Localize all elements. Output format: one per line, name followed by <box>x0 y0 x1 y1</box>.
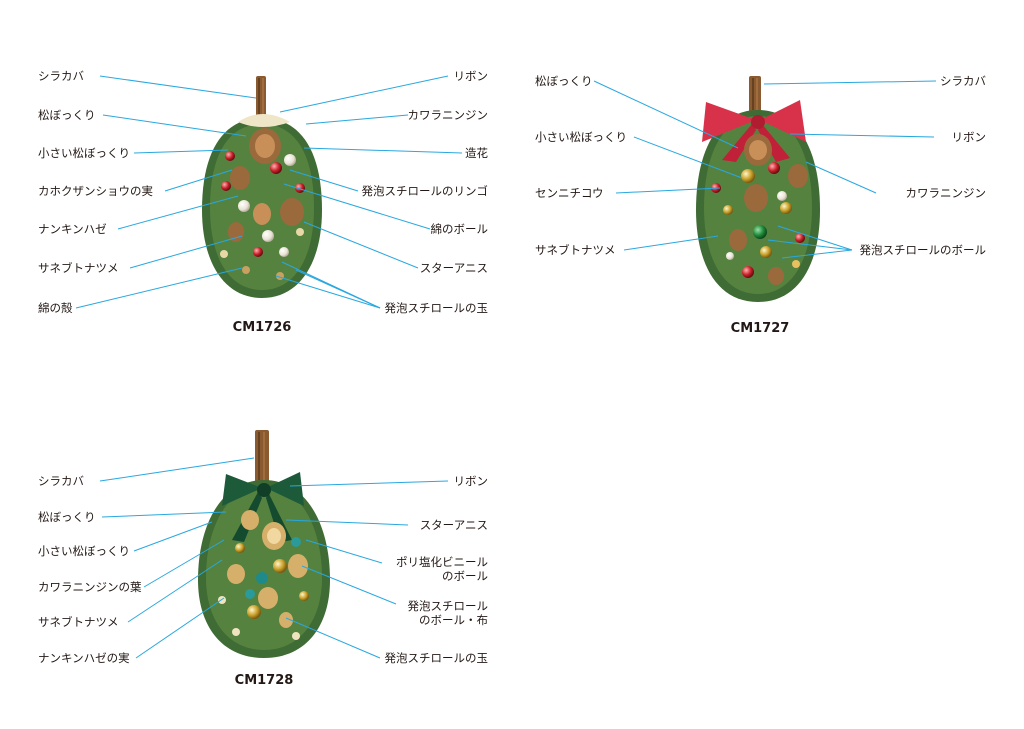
label-cm1726-right-5: 綿のボール <box>430 222 489 236</box>
leader-line <box>133 521 213 552</box>
leader-line <box>763 80 937 85</box>
leader-line <box>805 161 877 194</box>
label-cm1726-left-3: 小さい松ぼっくり <box>38 146 130 160</box>
leader-line <box>289 169 359 192</box>
label-cm1728-left-6: ナンキンハゼの実 <box>38 651 130 665</box>
label-cm1728-right-2: スターアニス <box>419 518 488 532</box>
leader-line <box>75 267 243 309</box>
product-code-cm1726: CM1726 <box>232 320 292 335</box>
leader-line <box>305 114 409 125</box>
label-cm1726-left-2: 松ぼっくり <box>38 108 96 122</box>
leader-line <box>289 480 449 487</box>
leader-line <box>99 75 257 99</box>
label-cm1727-right-1: シラカバ <box>940 74 986 88</box>
leader-line <box>295 269 381 309</box>
ribbon-red <box>702 102 756 142</box>
label-cm1728-left-2: 松ぼっくり <box>38 510 96 524</box>
leader-line <box>143 539 225 588</box>
leader-line <box>781 249 853 259</box>
leader-line <box>593 80 739 149</box>
label-cm1726-left-6: サネブトナツメ <box>38 261 119 275</box>
leader-line <box>101 511 227 518</box>
label-cm1726-right-2: カワラニンジン <box>407 108 489 122</box>
leader-line <box>789 133 935 138</box>
label-cm1727-left-4: サネブトナツメ <box>535 243 616 257</box>
label-cm1727-left-1: 松ぼっくり <box>535 74 593 88</box>
birch-stick <box>256 76 266 118</box>
leader-line <box>129 235 243 269</box>
leader-line <box>301 565 397 605</box>
label-cm1726-left-4: カホクザンショウの実 <box>38 184 153 198</box>
ribbon-cream <box>238 114 290 127</box>
label-cm1728-left-5: サネブトナツメ <box>38 615 119 629</box>
label-cm1727-right-4: 発泡スチロールのボール <box>859 243 987 257</box>
leader-line <box>275 275 381 309</box>
product-code-cm1727: CM1727 <box>730 321 790 336</box>
leader-line <box>633 136 743 179</box>
label-cm1728-right-3: ポリ塩化ビニール のボール <box>396 555 488 583</box>
leader-line <box>117 195 239 230</box>
leader-line <box>777 225 853 251</box>
label-cm1726-right-6: スターアニス <box>419 261 488 275</box>
birch-stick <box>255 430 269 482</box>
label-cm1728-right-4: 発泡スチロール のボール・布 <box>407 599 489 627</box>
label-cm1726-right-1: リボン <box>453 69 489 83</box>
leader-line <box>133 149 229 154</box>
leader-line <box>164 169 233 192</box>
leader-line <box>135 597 225 659</box>
leader-line <box>283 183 431 230</box>
wreath-cm1728 <box>198 430 330 658</box>
label-cm1726-right-7: 発泡スチロールの玉 <box>384 301 489 315</box>
label-cm1728-right-5: 発泡スチロールの玉 <box>384 651 489 665</box>
leader-line <box>305 539 383 564</box>
label-cm1728-right-1: リボン <box>453 474 489 488</box>
label-cm1726-left-1: シラカバ <box>38 69 84 83</box>
leader-line <box>623 235 719 251</box>
label-cm1726-left-5: ナンキンハゼ <box>38 222 107 236</box>
leader-line <box>285 617 381 659</box>
leader-line <box>99 457 255 482</box>
label-cm1727-right-2: リボン <box>951 130 987 144</box>
label-cm1727-right-3: カワラニンジン <box>905 186 987 200</box>
leader-line <box>303 221 419 269</box>
birch-stick <box>749 76 761 112</box>
label-cm1727-left-3: センニチコウ <box>535 186 604 200</box>
leader-line <box>102 114 247 137</box>
label-cm1726-right-3: 造花 <box>465 146 488 160</box>
wreath-cm1726 <box>202 76 322 298</box>
label-cm1727-left-2: 小さい松ぼっくり <box>535 130 627 144</box>
leader-line <box>615 187 721 194</box>
leader-lines <box>75 75 937 659</box>
leader-line <box>127 559 223 623</box>
wreath-cm1727 <box>696 76 820 302</box>
leader-line <box>767 239 853 251</box>
leader-line <box>303 147 463 154</box>
label-cm1728-left-3: 小さい松ぼっくり <box>38 544 130 558</box>
product-code-cm1728: CM1728 <box>234 673 294 688</box>
label-cm1726-right-4: 発泡スチロールのリンゴ <box>361 184 489 198</box>
ribbon-green <box>222 474 262 506</box>
leader-line <box>279 75 449 113</box>
label-cm1728-left-4: カワラニンジンの葉 <box>38 580 142 594</box>
label-cm1726-left-7: 綿の殻 <box>38 301 73 315</box>
label-cm1728-left-1: シラカバ <box>38 474 84 488</box>
leader-line <box>285 519 409 526</box>
